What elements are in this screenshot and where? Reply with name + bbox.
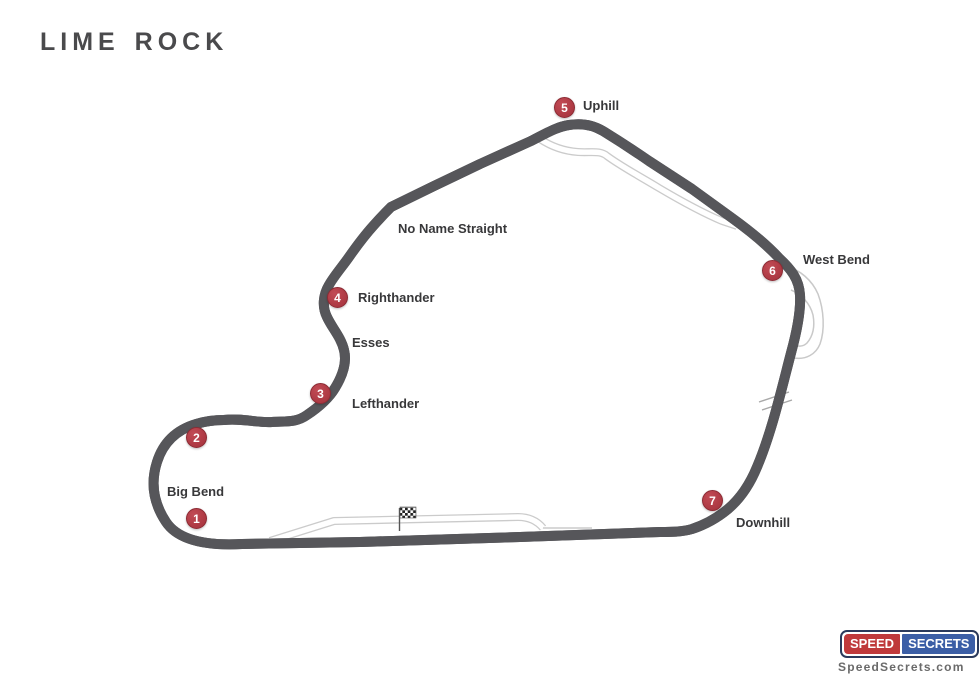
label-lefthander: Lefthander <box>352 396 420 411</box>
label-west-bend: West Bend <box>803 252 870 267</box>
uphill-alternate-line <box>537 135 739 230</box>
corner-marker-7: 7 <box>702 490 723 511</box>
logo-speed-segment: SPEED <box>844 634 901 654</box>
corner-marker-1: 1 <box>186 508 207 529</box>
label-esses: Esses <box>352 335 390 350</box>
corner-marker-3: 3 <box>310 383 331 404</box>
main-track-outline <box>154 124 801 544</box>
label-no-name-straight: No Name Straight <box>398 221 508 236</box>
label-downhill: Downhill <box>736 515 791 530</box>
speed-secrets-logo: SPEED SECRETS <box>840 630 980 658</box>
page-title: LIME ROCK <box>40 28 229 56</box>
website-url: SpeedSecrets.com <box>838 660 965 674</box>
pit-lane <box>268 513 592 545</box>
logo-secrets-segment: SECRETS <box>902 634 976 654</box>
west-bend-alternate-outer <box>785 265 824 360</box>
label-uphill: Uphill <box>583 98 620 113</box>
label-righthander: Righthander <box>358 290 435 305</box>
corner-marker-5: 5 <box>554 97 575 118</box>
label-big-bend: Big Bend <box>167 484 225 499</box>
corner-marker-6: 6 <box>762 260 783 281</box>
corner-marker-4: 4 <box>327 287 348 308</box>
start-finish-flag-icon <box>398 506 417 531</box>
corner-marker-2: 2 <box>186 427 207 448</box>
